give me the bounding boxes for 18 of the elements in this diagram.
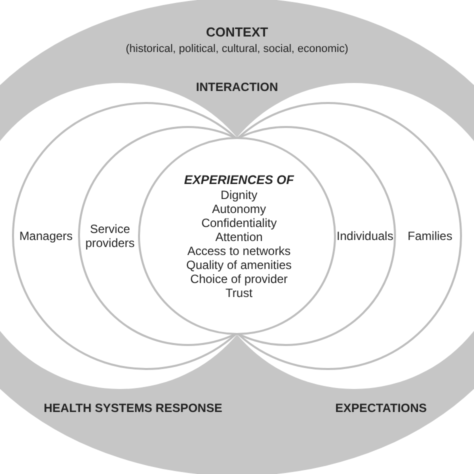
region-label: HEALTH SYSTEMS RESPONSE (44, 400, 222, 417)
region-label: CONTEXT (206, 23, 268, 42)
circle-label: Individuals (336, 229, 394, 243)
list-item: Access to networks (187, 244, 291, 258)
list-item: Choice of provider (190, 272, 288, 286)
list-item: Dignity (220, 188, 258, 202)
list-item: Trust (226, 286, 252, 300)
circle-heading: EXPERIENCES OF (184, 172, 294, 186)
region-label: (historical, political, cultural, social, economic) (126, 42, 348, 57)
list-item: Autonomy (212, 202, 266, 216)
region-label: EXPECTATIONS (335, 400, 427, 417)
circle-label: Service providers (84, 222, 136, 250)
list-item: Attention (215, 230, 263, 244)
list-item: Confidentiality (201, 216, 277, 230)
list-item: Quality of amenities (186, 258, 292, 272)
circle-label: Managers (19, 229, 73, 243)
region-label: INTERACTION (196, 79, 278, 96)
circle-label: Families (408, 229, 452, 243)
